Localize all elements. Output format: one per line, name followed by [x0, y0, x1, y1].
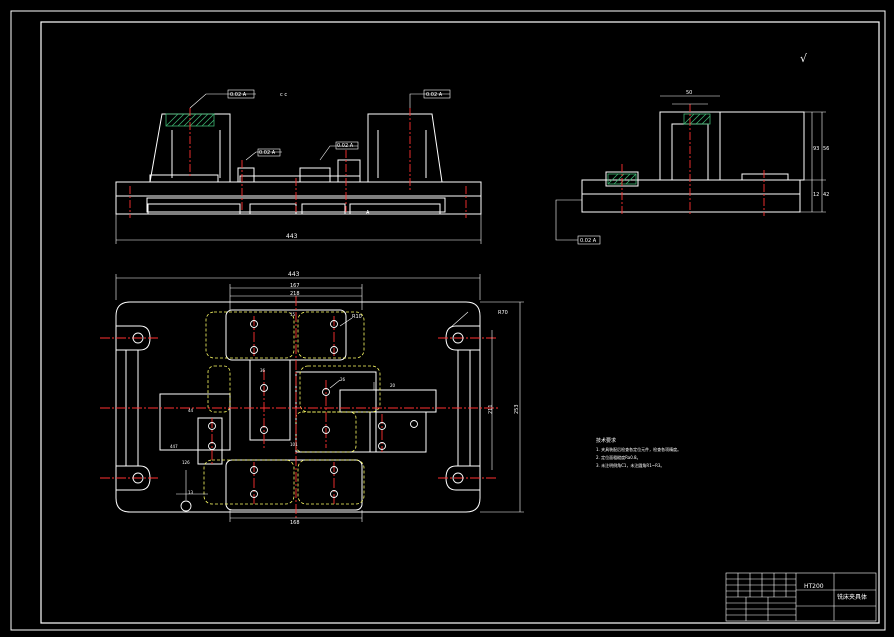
plan-dim-13: 13: [188, 490, 194, 495]
drawing-frame: [40, 21, 880, 624]
side-dim-h4: 42: [823, 192, 829, 198]
front-centerlines: [129, 108, 467, 218]
plan-outline: [115, 301, 481, 513]
side-dim-top: 50: [686, 90, 692, 96]
plan-dim-36: 36: [260, 368, 266, 373]
plan-dim-44: 44: [188, 408, 194, 413]
notes-heading: 技术要求: [596, 437, 616, 444]
plan-dim-side2: 211: [488, 404, 494, 414]
plan-dim-126: 126: [182, 460, 190, 465]
side-roughness: √: [800, 52, 808, 65]
plan-overall-dim: 443: [288, 271, 300, 278]
side-tolerance-bottom: 0.02 A: [580, 238, 597, 244]
title-name: 铣床夹具体: [837, 593, 867, 601]
plan-dimensions: [115, 274, 524, 522]
plan-dim-side: 253: [514, 404, 520, 414]
plan-dim-167: 167: [290, 283, 300, 289]
side-dim-h3: 12: [813, 192, 819, 198]
plan-dim-r10: R10: [352, 314, 362, 320]
plan-dim-20: 20: [390, 383, 396, 388]
front-view: [115, 113, 482, 215]
side-base: [581, 179, 801, 213]
plan-dim-r: R70: [498, 310, 508, 316]
front-right-upright: [367, 113, 443, 183]
plan-holes: [132, 320, 464, 512]
plan-dim-447: 447: [170, 444, 178, 449]
front-label-c: c c: [280, 92, 287, 98]
sheet-border: [10, 10, 886, 631]
title-material: HT200: [804, 583, 824, 590]
side-view: [581, 111, 805, 213]
plan-dim-15: 15: [290, 312, 296, 317]
front-tolerance-pin: 0.02 A: [337, 143, 354, 149]
front-tolerance-left: 0.02 A: [230, 92, 247, 98]
side-centerlines: [621, 104, 765, 216]
front-ref-a: A: [366, 210, 370, 216]
front-overall-dim: 443: [286, 233, 298, 240]
title-block: [725, 572, 877, 622]
front-tolerance-right: 0.02 A: [426, 92, 443, 98]
side-dim-h1: 93: [813, 146, 819, 152]
notes-line1: 1. 夹具装配后检查各定位元件，检查各项精度。: [596, 446, 681, 452]
side-dimensions: [555, 95, 826, 245]
front-tolerance-center: 0.02 A: [259, 150, 276, 156]
notes-line2: 2. 定位面粗糙度Ra0.8。: [596, 454, 641, 460]
side-dim-h2: 56: [823, 146, 829, 152]
plan-dim-26: 26: [340, 377, 346, 382]
front-dimensions: [115, 89, 482, 244]
plan-dim-218: 218: [290, 291, 300, 297]
plan-dim-101: 101: [290, 442, 298, 447]
plan-dim-168: 168: [290, 520, 300, 526]
notes-line3: 3. 未注明倒角C1，未注圆角R1~R3。: [596, 462, 664, 468]
plan-centerlines: [100, 296, 500, 518]
